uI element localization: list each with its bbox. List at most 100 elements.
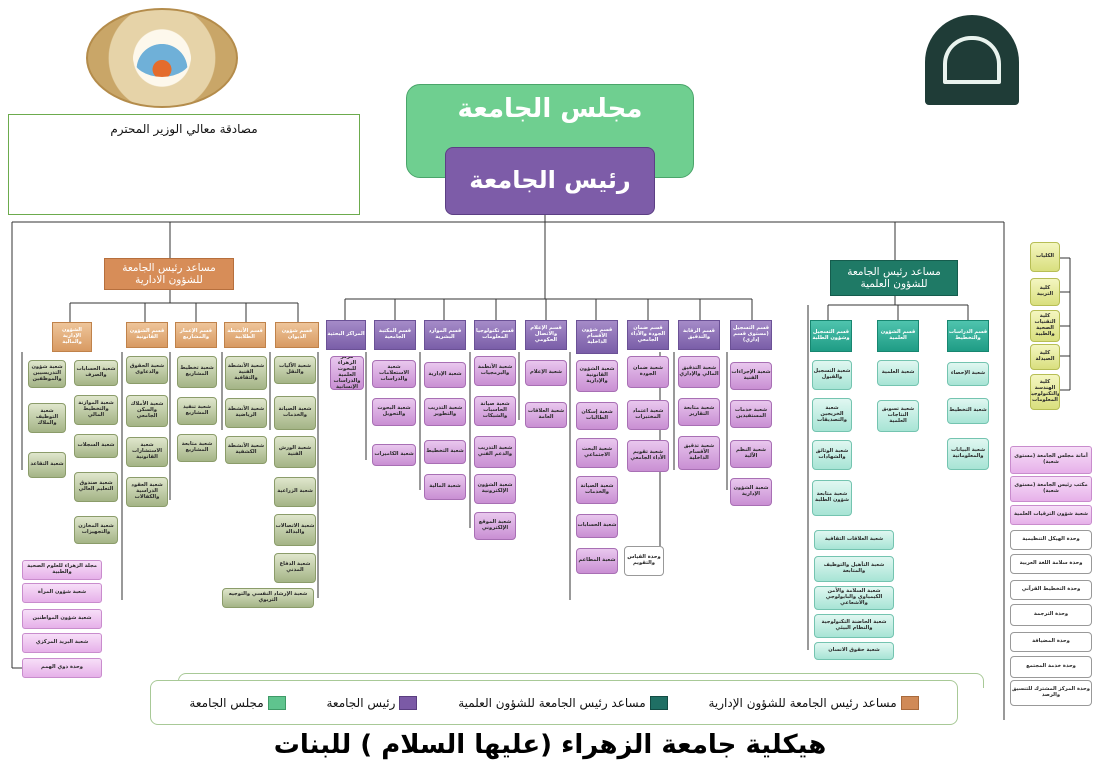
list-item: وحدة الترجمة <box>1010 604 1092 626</box>
list-item: شعبة التأهيل والتوظيف والمتابعة <box>814 556 894 582</box>
center-dept-header: المراكز البحثية <box>326 320 366 350</box>
list-item: شعبة الحاضنة التكنولوجية والنظام البيئي <box>814 614 894 638</box>
admin-dept-header: قسم شؤون الديوان <box>275 322 319 348</box>
list-item: شعبة الحسابات والصرف <box>74 360 118 386</box>
center-dept-header: قسم الموارد البشرية <box>424 320 466 350</box>
list-item: شعبة المطاعم <box>576 548 618 574</box>
list-item: شعبة صيانة الحاسبات والشبكات <box>474 396 516 426</box>
list-item: شعبة الشؤون الإدارية <box>730 478 772 506</box>
list-item: شعبة الموازنة والتخطيط المالي <box>74 395 118 425</box>
list-item: شعبة السلامة والأمن الكيمياوي والبايولوج… <box>814 586 894 610</box>
list-item: شعبة متابعة شؤون الطلبة <box>812 480 852 516</box>
legend-label: مساعد رئيس الجامعة للشؤون الإدارية <box>708 695 897 710</box>
list-item: شعبة الأنشطة الفنية والثقافية <box>225 356 267 390</box>
president-box: رئيس الجامعة <box>445 147 655 215</box>
admin-dept-header: قسم الإعمار والمشاريع <box>175 322 217 348</box>
admin-dept-header: قسم الشؤون القانونية <box>126 322 168 348</box>
list-item: كلية الصيدلة <box>1030 344 1060 370</box>
list-item: كلية التقنيات الصحية والطبية <box>1030 310 1060 342</box>
list-item: شعبة الأنشطة الكشفية <box>225 436 267 464</box>
list-item: شعبة التدريب والدعم الفني <box>474 436 516 468</box>
list-item: شعبة الصيانة والخدمات <box>274 396 316 430</box>
list-item: وحدة سلامة اللغة العربية <box>1010 554 1092 574</box>
list-item: شعبة شؤون التدريسيين والموظفين <box>28 360 66 388</box>
list-item: شعبة الأنشطة الرياضية <box>225 398 267 428</box>
list-item: مركز الزهراء للبحوث العلمية والدراسات ال… <box>330 356 364 390</box>
list-item: شعبة الأنظمة والبرمجيات <box>474 356 516 386</box>
list-item: كلية التربية <box>1030 278 1060 306</box>
list-item: شعبة تخطيط المشاريع <box>177 356 217 388</box>
list-item: شعبة التقاعد <box>28 452 66 478</box>
list-item: شعبة خدمات المستفيدين <box>730 400 772 428</box>
sci-assistant-label: مساعد رئيس الجامعة للشؤون العلمية <box>847 265 941 290</box>
list-item: شعبة الأملاك والسكن الجامعي <box>126 395 168 427</box>
list-item: شعبة الخريجين والتصديقات <box>812 398 852 432</box>
center-dept-header: قسم ضمان الجودة والأداء الجامعي <box>627 320 669 350</box>
center-dept-header: قسم المكتبة الجامعية <box>374 320 416 350</box>
list-item: شعبة الحقوق والدعاوى <box>126 356 168 384</box>
admin-assistant-label: مساعد رئيس الجامعة للشؤون الادارية <box>122 261 216 286</box>
list-item: شعبة تقويم الأداء الجامعي <box>627 440 669 472</box>
sci-dept-header: قسم التسجيل وشؤون الطلبة <box>810 320 852 352</box>
list-item: وحدة التخطيط القرآني <box>1010 580 1092 600</box>
list-item: شعبة شؤون المواطنين <box>22 609 102 629</box>
list-item: كلية الهندسة والتكنولوجيا المعلومات <box>1030 374 1060 410</box>
list-item: شعبة صندوق التعليم العالي <box>74 472 118 502</box>
list-item: شعبة التسجيل والقبول <box>812 360 852 390</box>
legend-swatch <box>267 695 286 710</box>
admin-assistant-box: مساعد رئيس الجامعة للشؤون الادارية <box>104 258 234 290</box>
list-item: شعبة البريد المركزي <box>22 633 102 653</box>
list-item: شعبة البحوث والتحويل <box>372 398 416 426</box>
council-label: مجلس الجامعة <box>457 94 643 124</box>
list-item: شعبة الاستعلامات والدراسات <box>372 360 416 388</box>
list-item: وحدة المضيافة <box>1010 632 1092 652</box>
list-item: شعبة تسويق النتاجات العلمية <box>877 400 919 432</box>
list-item: شعبة التخطيط <box>947 398 989 424</box>
list-item: شعبة الزراعية <box>274 477 316 507</box>
list-item: وحدة خدمة المجتمع <box>1010 656 1092 678</box>
list-item: شعبة تدقيق الأقسام الداخلية <box>678 436 720 470</box>
ministry-logo <box>86 8 238 108</box>
list-item: الكليات <box>1030 242 1060 272</box>
list-item: شعبة التوظيف والملاك <box>28 403 66 433</box>
list-item: شعبة الورش الفنية <box>274 436 316 468</box>
list-item: شعبة المخازن والتجهيزات <box>74 516 118 544</box>
center-dept-header: قسم شؤون الأقسام الداخلية <box>576 320 618 354</box>
list-item: شعبة السجلات <box>74 434 118 458</box>
list-item: شعبة التخطيط <box>424 440 466 464</box>
list-item: أمانة مجلس الجامعة (مستوى شعبة) <box>1010 446 1092 474</box>
list-item: شعبة الوثائق والشهادات <box>812 440 852 470</box>
center-dept-header: قسم التسجيل (مستوى قسم إداري) <box>730 320 772 350</box>
approval-box: مصادقة معالي الوزير المحترم <box>8 114 360 215</box>
legend-item: مساعد رئيس الجامعة للشؤون الإدارية <box>708 695 919 710</box>
list-item: شعبة متابعة المشاريع <box>177 434 217 462</box>
list-item: شعبة العقود الدراسية والكفالات <box>126 477 168 507</box>
list-item: شعبة الحسابات <box>576 514 618 538</box>
page-title-text: هيكلية جامعة الزهراء (عليها السلام ) للب… <box>273 730 827 761</box>
president-label: رئيس الجامعة <box>469 166 631 195</box>
list-item: شعبة التدريب والتطوير <box>424 398 466 426</box>
list-item: شعبة إسكان الطالبات <box>576 402 618 430</box>
list-item: شعبة النظم الآلية <box>730 440 772 468</box>
sci-dept-header: قسم الدراسات والتخطيط <box>947 320 989 352</box>
sci-assistant-box: مساعد رئيس الجامعة للشؤون العلمية <box>830 260 958 296</box>
list-item: شعبة التدقيق المالي والإداري <box>678 356 720 388</box>
center-dept-header: قسم الإعلام والاتصال الحكومي <box>525 320 567 350</box>
list-item: شعبة العلاقات الثقافية <box>814 530 894 550</box>
list-item: شعبة الاتصالات والبدالة <box>274 514 316 546</box>
admin-dept-header: الشؤون الإدارية والمالية <box>52 322 92 352</box>
list-item: شعبة اعتماد المختبرات <box>627 400 669 430</box>
list-item: شعبة الشؤون القانونية والإدارية <box>576 360 618 392</box>
center-dept-header: قسم تكنولوجيا المعلومات <box>474 320 516 350</box>
list-item: وحدة ذوي الهمم <box>22 658 102 678</box>
list-item: شعبة الإجراءات الفنية <box>730 362 772 390</box>
list-item: شعبة الإحصاء <box>947 362 989 386</box>
legend-swatch <box>900 695 919 710</box>
legend-item: مساعد رئيس الجامعة للشؤون العلمية <box>458 695 668 710</box>
admin-dept-header: قسم الأنشطة الطلابية <box>224 322 266 348</box>
list-item: وحدة المركز المشترك للتنسيق والرصد <box>1010 680 1092 706</box>
list-item: شعبة حقوق الانسان <box>814 642 894 660</box>
list-item: شعبة المالية <box>424 474 466 500</box>
legend: مجلس الجامعة رئيس الجامعة مساعد رئيس الج… <box>150 680 958 725</box>
